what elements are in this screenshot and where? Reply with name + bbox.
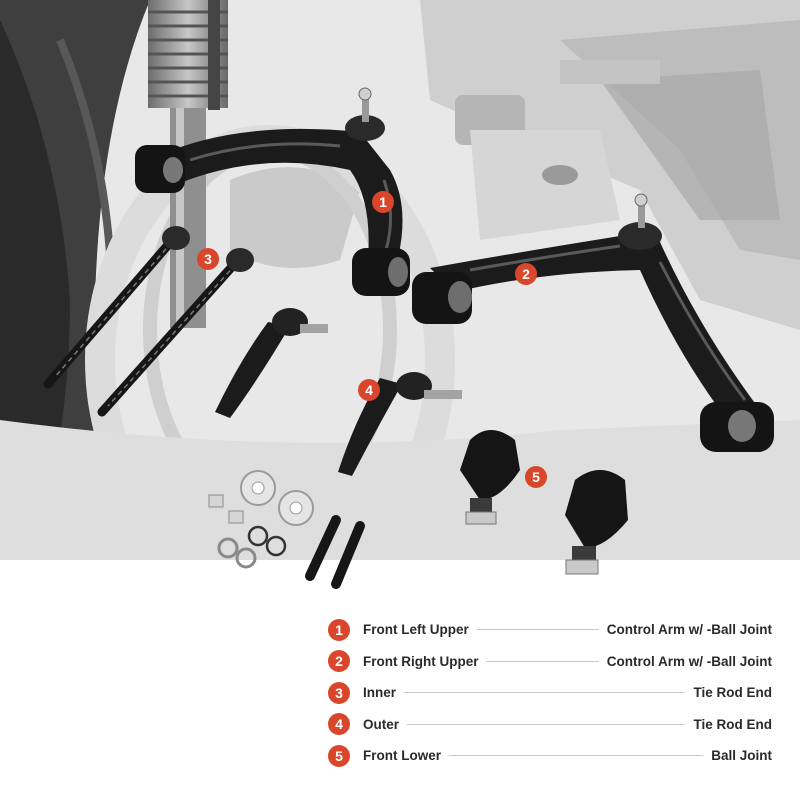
legend-row-5: 5 Front Lower Ball Joint [328,740,772,772]
legend-part-label: Control Arm w/ -Ball Joint [606,653,772,669]
leader-line [404,692,686,694]
legend-position-label: Front Right Upper [363,653,479,669]
legend-row-2: 2 Front Right Upper Control Arm w/ -Ball… [328,646,772,678]
legend-part-label: Control Arm w/ -Ball Joint [606,622,772,638]
outer-tie-rod-ends [215,308,462,476]
leader-line [476,629,599,631]
leader-line [449,755,704,757]
callout-badge-3: 3 [197,248,219,270]
legend-row-4: 4 Outer Tie Rod End [328,709,772,741]
legend-number-badge: 5 [328,744,350,767]
legend-position-label: Inner [363,685,397,701]
legend-part-label: Tie Rod End [693,716,772,732]
lower-ball-joints [460,430,628,575]
upper-control-arm-right [412,193,774,452]
legend-number-badge: 2 [328,650,350,673]
legend-row-3: 3 Inner Tie Rod End [328,677,772,709]
inner-tie-rod-ends [43,226,254,417]
legend-position-label: Front Left Upper [363,622,469,638]
legend-row-1: 1 Front Left Upper Control Arm w/ -Ball … [328,614,772,646]
legend-number-badge: 3 [328,681,350,704]
callout-badge-5: 5 [525,466,547,488]
legend-number-badge: 1 [328,618,350,641]
legend-position-label: Front Lower [363,748,441,764]
callout-badge-4: 4 [358,379,380,401]
legend-part-label: Ball Joint [711,748,772,764]
callout-badge-2: 2 [515,263,537,285]
leader-line [486,660,599,662]
legend-position-label: Outer [363,716,400,732]
legend-part-label: Tie Rod End [693,685,772,701]
callout-badge-1: 1 [372,191,394,213]
parts-legend: 1 Front Left Upper Control Arm w/ -Ball … [328,614,772,772]
hardware-kit [208,470,365,589]
legend-number-badge: 4 [328,713,350,736]
leader-line [407,723,686,725]
upper-control-arm-left [135,87,410,296]
